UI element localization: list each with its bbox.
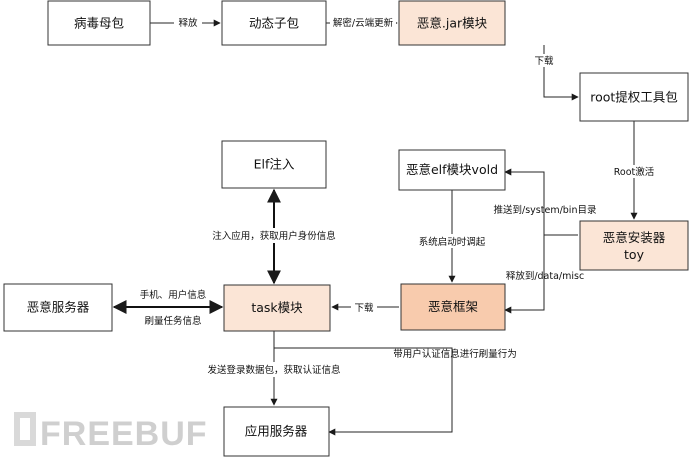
edge-release-data: [504, 234, 578, 314]
edge-label-release-data: 释放到/data/misc: [506, 270, 584, 282]
node-framework-label: 恶意框架: [428, 299, 478, 314]
watermark: FREEBUF: [14, 412, 208, 453]
node-root-tool-label: root提权工具包: [590, 90, 678, 105]
edge-label-push-system: 推送到/system/bin目录: [494, 204, 597, 216]
nodes: 病毒母包 动态子包 恶意.jar模块 root提权工具包 Elf注入 恶意elf…: [3, 0, 689, 457]
node-elf-inject-label: Elf注入: [254, 157, 295, 172]
node-elf-vold: 恶意elf模块vold: [398, 149, 506, 191]
node-child-package: 动态子包: [221, 0, 327, 46]
edge-label-boot-invoke: 系统启动时调起: [419, 236, 486, 248]
edge-push-system: [504, 168, 578, 236]
watermark-text: FREEBUF: [40, 415, 208, 453]
node-root-tool: root提权工具包: [579, 72, 689, 122]
node-app-server-label: 应用服务器: [245, 424, 308, 439]
node-installer-label-line2: toy: [624, 247, 645, 262]
node-app-server: 应用服务器: [223, 406, 330, 457]
node-task-module-label: task模块: [251, 300, 303, 315]
node-jar-module-label: 恶意.jar模块: [417, 16, 488, 31]
edges: 释放 解密/云端更新 下载 Root激活 推送到/system/bin目录 释放…: [112, 15, 658, 436]
edge-label-refresh-tasks: 刷量任务信息: [144, 315, 201, 327]
edge-label-auth-refresh: 带用户认证信息进行刷量行为: [393, 348, 517, 360]
edge-label-release: 释放: [178, 17, 198, 29]
node-task-module: task模块: [223, 284, 331, 332]
edge-download-root: [543, 45, 579, 101]
edge-label-download-root: 下载: [534, 55, 554, 67]
node-installer-label-line1: 恶意安装器: [603, 230, 666, 245]
node-child-package-label: 动态子包: [249, 16, 299, 31]
node-parent-package: 病毒母包: [47, 0, 151, 46]
edge-label-inject-app: 注入应用，获取用户身份信息: [212, 230, 336, 242]
node-elf-inject: Elf注入: [221, 140, 327, 189]
edge-label-download-task: 下载: [354, 302, 374, 314]
node-malicious-server: 恶意服务器: [3, 283, 113, 332]
node-malicious-server-label: 恶意服务器: [27, 300, 90, 315]
edge-label-decrypt-update: 解密/云端更新: [333, 17, 394, 29]
node-framework: 恶意框架: [400, 283, 506, 331]
edge-label-send-login: 发送登录数据包，获取认证信息: [207, 364, 340, 376]
node-parent-package-label: 病毒母包: [74, 16, 124, 31]
edge-label-root-activate: Root激活: [614, 166, 655, 178]
node-installer: 恶意安装器 toy: [579, 220, 689, 271]
node-elf-vold-label: 恶意elf模块vold: [406, 162, 498, 177]
node-jar-module: 恶意.jar模块: [398, 0, 506, 46]
edge-label-phone-user-info: 手机、用户信息: [140, 289, 207, 301]
edge-auth-refresh: [274, 347, 453, 436]
